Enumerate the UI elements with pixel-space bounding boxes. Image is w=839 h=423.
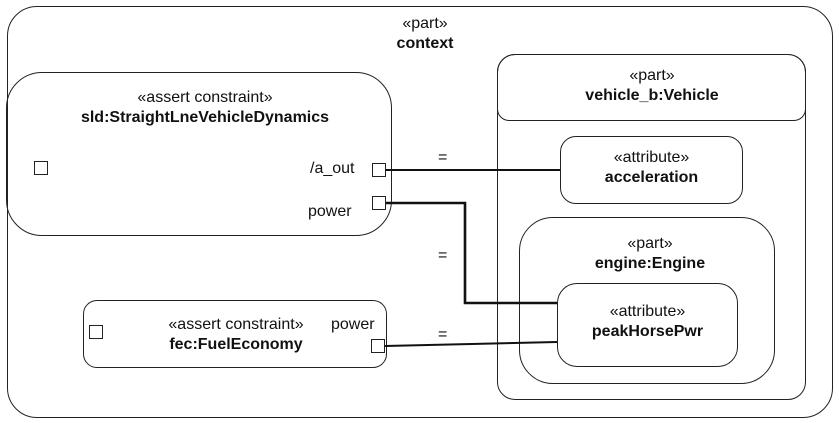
acceleration-stereotype: «attribute» [613,149,690,166]
sld-a-out-port[interactable] [372,163,386,177]
sld-power-port[interactable] [372,196,386,210]
binding-eq-sld-power: = [438,247,448,264]
fec-constraint-block[interactable] [83,300,387,368]
vehicle-name: vehicle_b:Vehicle [585,87,719,104]
engine-header: «part» engine:Engine [560,234,740,274]
vehicle-header-compartment [497,54,806,121]
peak-horse-pwr-name: peakHorsePwr [591,323,704,340]
sld-constraint-block[interactable] [6,72,392,236]
vehicle-header: «part» vehicle_b:Vehicle [540,66,764,106]
peak-horse-pwr-header: «attribute» peakHorsePwr [557,302,738,342]
fec-name: fec:FuelEconomy [169,336,303,353]
peak-horse-pwr-stereotype: «attribute» [609,303,686,320]
context-name: context [396,35,454,52]
fec-power-port[interactable] [371,339,385,353]
engine-name: engine:Engine [594,255,706,272]
acceleration-header: «attribute» acceleration [560,148,743,188]
binding-eq-a-out: = [438,149,448,166]
vehicle-stereotype: «part» [629,67,675,84]
sld-a-out-label: /a_out [310,160,355,177]
sld-left-port[interactable] [34,161,48,175]
acceleration-attribute[interactable] [560,136,743,204]
sld-header: «assert constraint» sld:StraightLneVehic… [40,88,370,128]
engine-stereotype: «part» [627,235,673,252]
acceleration-name: acceleration [604,169,699,186]
peak-horse-pwr-attribute[interactable] [557,283,738,367]
fec-left-port[interactable] [89,325,103,339]
binding-eq-fec-power: = [438,326,448,343]
context-header: «part» context [370,14,480,54]
sld-name: sld:StraightLneVehicleDynamics [80,109,330,126]
fec-power-label: power [331,316,375,333]
fec-header: «assert constraint» fec:FuelEconomy [148,315,324,355]
sld-stereotype: «assert constraint» [137,89,273,106]
fec-stereotype: «assert constraint» [168,316,304,333]
sld-power-label: power [308,203,352,220]
context-stereotype: «part» [402,15,448,32]
